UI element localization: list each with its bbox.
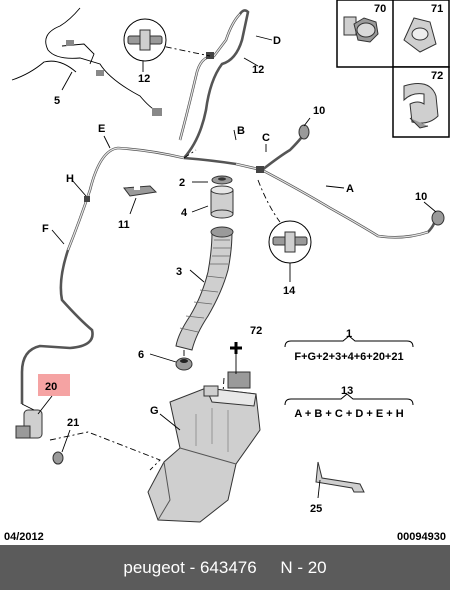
hose-label-h: H [66, 173, 74, 185]
hose-label-e: E [98, 123, 105, 135]
callout-4: 4 [181, 207, 188, 219]
bracket-25-icon [315, 461, 365, 499]
clip-72-icon [403, 83, 439, 129]
callout-71: 71 [431, 3, 443, 15]
nozzle-10-top-icon [298, 124, 310, 140]
washer-hoses [20, 9, 445, 404]
callout-72-inset: 72 [431, 70, 443, 82]
filter-4-icon [210, 185, 234, 219]
callout-10-side: 10 [415, 191, 427, 203]
callout-6: 6 [138, 349, 144, 361]
footer-gap [257, 558, 281, 578]
callout-20: 20 [45, 381, 57, 393]
hardware-inset: 70 71 72 [336, 0, 450, 138]
letter-leaders [51, 35, 437, 245]
pump-20-highlight [38, 374, 70, 396]
connector-detail-14 [268, 220, 312, 282]
nut-71-icon [403, 17, 437, 53]
kit-13-formula: A + B + C + D + E + H [294, 408, 403, 420]
reservoir-label-g: G [150, 405, 159, 417]
wiring-harness [11, 7, 162, 116]
callout-12-left: 12 [138, 73, 150, 85]
footer-ref: N - 20 [280, 557, 327, 577]
date-code: 04/2012 [4, 531, 44, 543]
kit-13-number: 13 [341, 385, 353, 397]
callout-21: 21 [67, 417, 79, 429]
footer-bar: peugeot - 643476 N - 20 [0, 545, 450, 590]
callout-72: 72 [250, 325, 262, 337]
filler-assembly [175, 175, 234, 351]
kit-1-formula: F+G+2+3+4+6+20+21 [294, 351, 403, 363]
kit-legend: 1 F+G+2+3+4+6+20+21 13 A + B + C + D + E… [284, 328, 414, 420]
hose-label-f: F [42, 223, 49, 235]
footer-part-number: 643476 [199, 557, 257, 577]
bracket-11-icon [123, 185, 158, 215]
filler-neck-3-icon [175, 226, 234, 351]
hose-label-c: C [262, 132, 270, 144]
grommet-21-icon [52, 429, 71, 465]
document-number: 00094930 [397, 531, 446, 543]
footer-separator: - [184, 557, 200, 577]
callout-3: 3 [176, 266, 182, 278]
hose-label-b: B [237, 125, 245, 137]
callout-2: 2 [179, 177, 185, 189]
callout-14: 14 [283, 285, 296, 297]
callout-10-top: 10 [313, 105, 325, 117]
hose-label-a: A [346, 183, 354, 195]
callout-25: 25 [310, 503, 322, 515]
footer-brand: peugeot [123, 557, 185, 577]
pump-20-icon [15, 374, 70, 439]
callout-12-right: 12 [252, 64, 264, 76]
kit-1-number: 1 [346, 328, 352, 340]
seal-6-icon [149, 350, 193, 371]
callout-70: 70 [374, 3, 386, 15]
callout-11: 11 [118, 219, 130, 231]
reservoir-g-icon [147, 342, 261, 523]
hose-label-d: D [273, 35, 281, 47]
parts-diagram: 70 71 72 [4, 0, 450, 543]
callout-5: 5 [54, 95, 60, 107]
connector-detail-12 [123, 18, 167, 72]
nozzle-10-side-icon [431, 210, 445, 226]
bolt-70-icon [343, 16, 379, 43]
